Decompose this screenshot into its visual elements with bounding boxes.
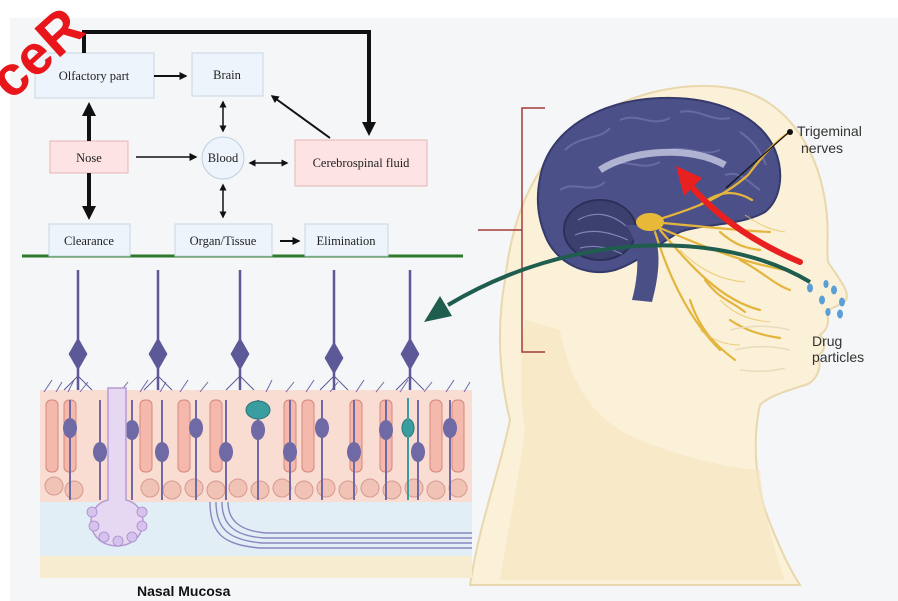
olfactory-label: Olfactory part — [59, 69, 130, 83]
organ-label: Organ/Tissue — [190, 234, 257, 248]
drug-label-line2: particles — [812, 349, 864, 365]
trigeminal-label-line1: Trigeminal — [797, 123, 862, 139]
nasal-mucosa-illustration — [40, 270, 472, 578]
drug-label-line1: Drug — [812, 333, 842, 349]
csf-label: Cerebrospinal fluid — [313, 156, 411, 170]
pathway-flowchart: Olfactory part Brain Nose Blood Cerebros… — [35, 32, 427, 256]
head-illustration — [424, 86, 847, 585]
nose-label: Nose — [76, 151, 102, 165]
elimination-label: Elimination — [316, 234, 376, 248]
nasal-mucosa-caption: Nasal Mucosa — [137, 583, 231, 599]
clearance-label: Clearance — [64, 234, 114, 248]
olfactory-neurons — [70, 270, 418, 390]
arrow-brain-csf — [272, 96, 330, 138]
brain-label: Brain — [213, 68, 242, 82]
blood-label: Blood — [208, 151, 239, 165]
trigeminal-label-line2: nerves — [801, 140, 843, 156]
